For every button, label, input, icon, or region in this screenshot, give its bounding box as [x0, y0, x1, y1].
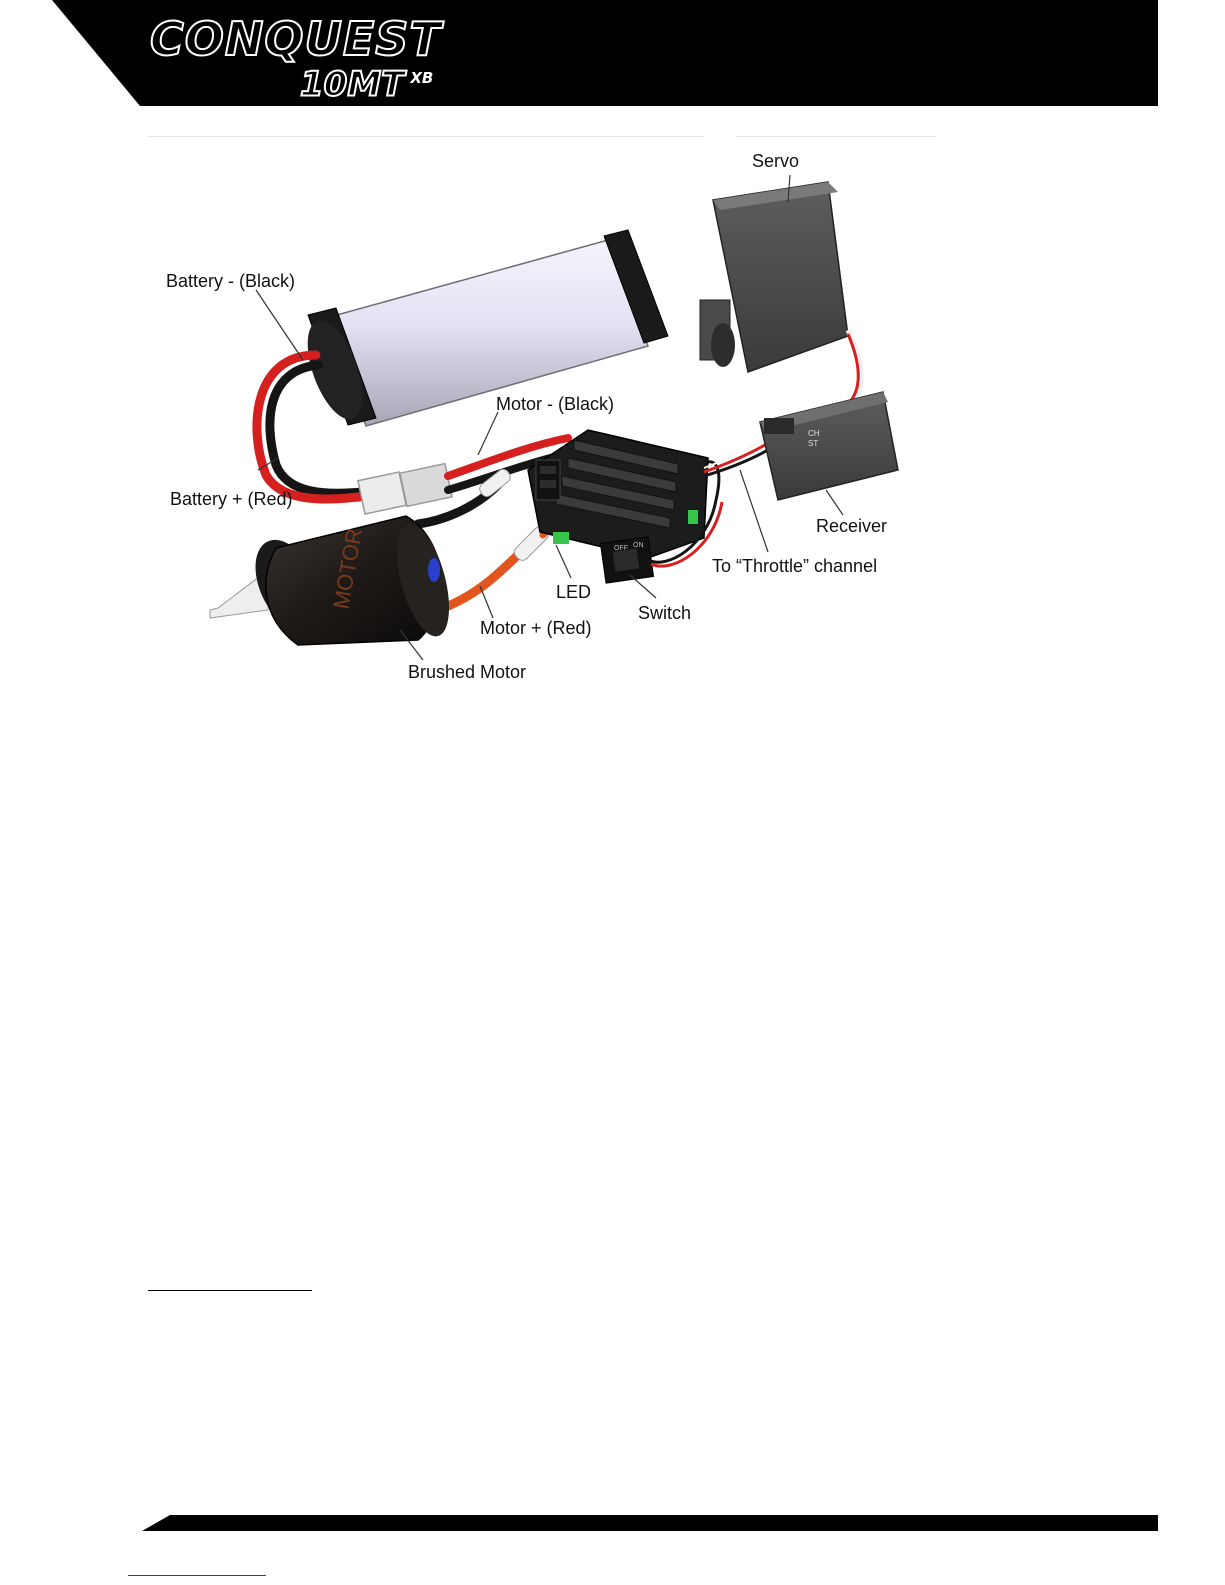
- label-led: LED: [556, 582, 591, 602]
- label-brushed-motor: Brushed Motor: [408, 662, 526, 682]
- brushed-motor: MOTOR: [210, 516, 459, 645]
- servo: [700, 182, 861, 425]
- switch-on-mark: ON: [633, 542, 644, 549]
- wiring-diagram: OFF ON CH ST: [148, 140, 938, 700]
- footnote-separator: [148, 1290, 312, 1291]
- brand-name: CONQUEST: [150, 14, 442, 64]
- label-battery-positive: Battery + (Red): [170, 489, 293, 509]
- label-servo: Servo: [752, 151, 799, 171]
- esc-led: [553, 532, 569, 544]
- label-motor-negative: Motor - (Black): [496, 394, 614, 414]
- brand-model-suffix: XB: [410, 69, 433, 87]
- receiver: CH ST: [760, 392, 898, 500]
- brand-model: 10MT XB: [300, 60, 433, 102]
- label-switch: Switch: [638, 603, 691, 623]
- brand-model-number: 10MT: [300, 64, 404, 104]
- wiring-diagram-art: OFF ON CH ST: [148, 140, 938, 700]
- label-receiver: Receiver: [816, 516, 887, 536]
- footer-band: [0, 1515, 1225, 1535]
- bottom-link-underline[interactable]: [128, 1575, 266, 1576]
- section-rule-right: [737, 136, 935, 137]
- receiver-ch-mark: CH: [808, 429, 820, 438]
- receiver-st-mark: ST: [808, 439, 818, 448]
- label-throttle-channel: To “Throttle” channel: [712, 556, 877, 576]
- label-battery-negative: Battery - (Black): [166, 271, 295, 291]
- battery-connector: [358, 464, 452, 514]
- section-rule-left: [148, 136, 704, 137]
- switch-off-mark: OFF: [614, 545, 628, 552]
- label-motor-positive: Motor + (Red): [480, 618, 592, 638]
- esc-unit: [528, 430, 708, 558]
